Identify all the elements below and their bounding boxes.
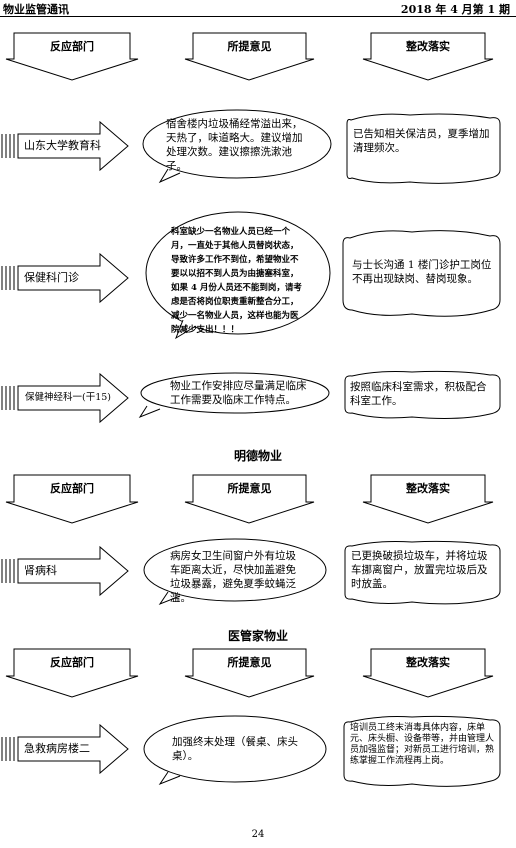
suggestion-tail-1 <box>158 168 181 184</box>
suggestion-text-2: 科室缺少一名物业人员已经一个月，一直处于其他人员替岗状态，导致许多工作不到位，希… <box>171 227 302 335</box>
col-label-dept-3: 反应部门 <box>50 656 94 669</box>
down-arrow-suggestion-1 <box>184 32 315 81</box>
right-arrow-row-3 <box>1 372 129 424</box>
suggestion-tail-3 <box>138 405 161 419</box>
fix-callout-1 <box>346 113 501 184</box>
col-label-fix-2: 整改落实 <box>406 482 450 495</box>
header-divider <box>0 16 516 17</box>
dept-name-5: 急救病房楼二 <box>24 742 90 755</box>
issue-date: 2018 年 4 月第 1 期 <box>400 3 510 16</box>
right-arrow-row-5 <box>1 723 129 775</box>
fix-callout-3 <box>344 370 501 419</box>
fix-text-4: 已更换破损垃圾车，并将垃圾车挪离窗户，放置完垃圾后及时放盖。 <box>351 550 488 590</box>
down-arrow-fix-3 <box>362 648 494 698</box>
suggestion-tail-2 <box>175 319 197 340</box>
col-label-suggestion-3: 所提意见 <box>227 656 272 669</box>
fix-callout-5 <box>343 715 501 787</box>
suggestion-bubble-1 <box>142 109 332 179</box>
down-arrow-fix-1 <box>362 32 494 81</box>
right-arrow-row-2 <box>1 252 129 304</box>
suggestion-bubble-3 <box>140 372 330 414</box>
down-arrow-suggestion-3 <box>184 648 315 698</box>
dept-name-1: 山东大学教育科 <box>24 139 101 152</box>
col-label-suggestion-1: 所提意见 <box>227 40 272 53</box>
newsletter-title: 物业监管通讯 <box>3 3 69 16</box>
down-arrow-dept-3 <box>5 648 139 698</box>
right-arrow-row-1 <box>1 120 129 172</box>
suggestion-tail-4 <box>158 591 181 606</box>
suggestion-tail-5 <box>158 771 181 786</box>
down-arrow-fix-2 <box>362 474 494 524</box>
page-number: 24 <box>251 829 265 840</box>
fix-text-5: 培训员工终末消毒具体内容，床单元、床头橱、设备带等，并由管理人员加强监督；对新员… <box>350 723 495 766</box>
down-arrow-dept-2 <box>5 474 139 524</box>
fix-text-2: 与士长沟通 1 楼门诊护工岗位不再出现缺岗、替岗现象。 <box>352 259 492 285</box>
suggestion-text-3: 物业工作安排应尽量满足临床工作需要及临床工作特点。 <box>170 380 307 406</box>
col-label-fix-3: 整改落实 <box>406 656 450 669</box>
suggestion-text-5: 加强终末处理（餐桌、床头桌）。 <box>172 736 298 762</box>
right-arrow-row-4 <box>1 545 129 597</box>
fix-callout-4 <box>344 540 501 605</box>
fix-text-1: 已告知相关保洁员，夏季增加清理频次。 <box>353 128 490 154</box>
down-arrow-suggestion-2 <box>184 474 315 524</box>
col-label-dept-2: 反应部门 <box>50 482 94 495</box>
fix-callout-2 <box>342 230 501 317</box>
section-title-1: 明德物业 <box>233 449 282 463</box>
dept-name-4: 肾病科 <box>24 564 57 577</box>
col-label-fix-1: 整改落实 <box>406 40 450 53</box>
col-label-suggestion-2: 所提意见 <box>227 482 272 495</box>
suggestion-bubble-2 <box>145 211 331 335</box>
col-label-dept-1: 反应部门 <box>50 40 94 53</box>
dept-name-3: 保健神经科一(干15) <box>25 392 112 403</box>
suggestion-text-4: 病房女卫生间窗户外有垃圾车距离太近，尽快加盖避免垃圾暴露，避免夏季蚊蝇泛滥。 <box>170 550 296 604</box>
section-title-2: 医管家物业 <box>227 629 288 643</box>
fix-text-3: 按照临床科室需求，积极配合科室工作。 <box>350 381 487 407</box>
dept-name-2: 保健科门诊 <box>24 271 79 284</box>
suggestion-text-1: 宿舍楼内垃圾桶经常溢出来，天热了，味道略大。建议增加处理次数。建议擦擦洗漱池子。 <box>166 118 303 172</box>
down-arrow-dept-1 <box>5 32 139 81</box>
suggestion-bubble-4 <box>143 538 327 602</box>
suggestion-bubble-5 <box>143 715 327 783</box>
